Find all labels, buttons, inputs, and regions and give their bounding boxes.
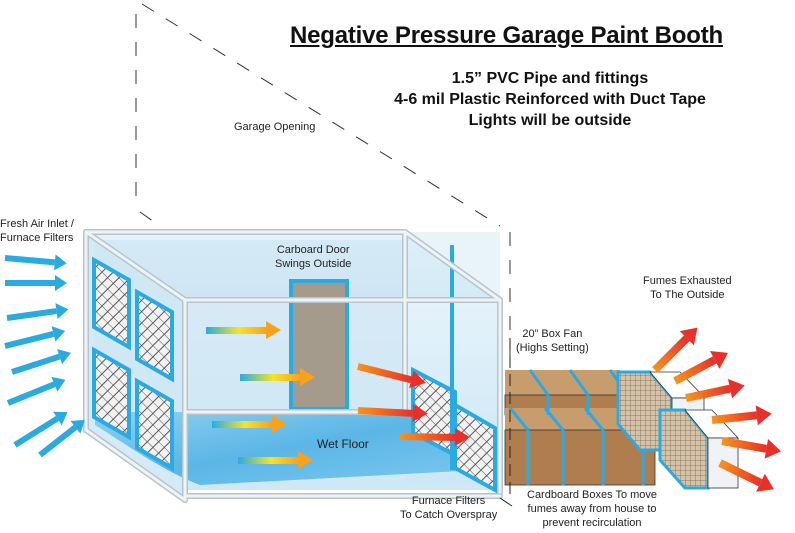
spec-lights: Lights will be outside [468, 112, 632, 129]
label-furnace-filters: Furnace Filters To Catch Overspray [400, 495, 498, 521]
internal-airflow-arrows [206, 321, 315, 469]
filter-leader [499, 497, 513, 507]
spec-plastic: 4-6 mil Plastic Reinforced with Duct Tap… [394, 91, 706, 108]
label-wet-floor: Wet Floor [317, 437, 369, 451]
intake-filters [92, 256, 174, 472]
exhaust-flow-arrows [357, 363, 470, 446]
label-cardboard-door: Carboard Door Swings Outside [275, 244, 352, 270]
label-fumes-exhausted: Fumes Exhausted To The Outside [643, 275, 732, 301]
label-garage-opening: Garage Opening [234, 121, 316, 133]
fume-exhaust-arrows [652, 327, 782, 492]
fresh-air-inlet-arrows [4, 254, 85, 458]
label-fresh-air-inlet: Fresh Air Inlet / Furnace Filters [0, 218, 74, 244]
box-fans [616, 370, 739, 490]
wet-floor [95, 412, 480, 485]
label-box-fan: 20” Box Fan (Highs Setting) [516, 328, 589, 354]
spec-list: 1.5” PVC Pipe and fittings 4-6 mil Plast… [380, 68, 720, 131]
label-cardboard-boxes: Cardboard Boxes To move fumes away from … [527, 489, 658, 529]
diagram-title: Negative Pressure Garage Paint Booth [290, 22, 723, 49]
garage-opening-outline [135, 3, 511, 490]
spec-pipe: 1.5” PVC Pipe and fittings [451, 70, 649, 87]
